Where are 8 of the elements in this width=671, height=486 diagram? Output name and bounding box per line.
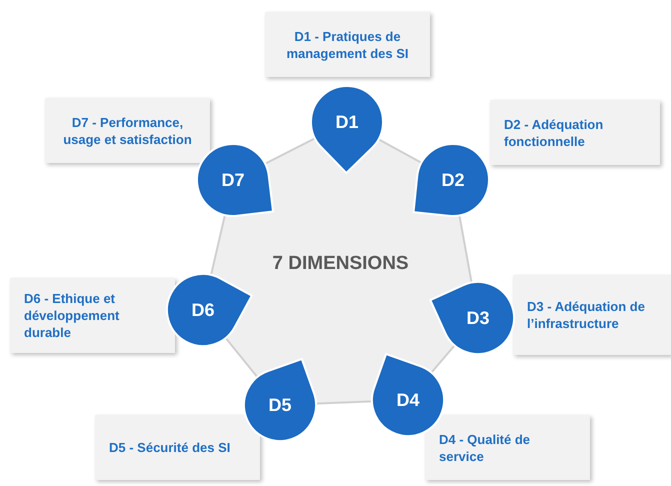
text-card: D4 - Qualité de service — [425, 415, 590, 480]
center-title: 7 DIMENSIONS — [272, 252, 409, 274]
text-card: D6 - Ethique et développement durable — [10, 278, 175, 353]
text-card: D2 - Adéquation fonctionnelle — [490, 100, 660, 165]
text-card: D5 - Sécurité des SI — [95, 415, 260, 480]
text-card: D3 - Adéquation de l’infrastructure — [513, 275, 671, 355]
text-card: D7 - Performance, usage et satisfaction — [45, 98, 210, 163]
text-card: D1 - Pratiques de management des SI — [265, 12, 430, 77]
